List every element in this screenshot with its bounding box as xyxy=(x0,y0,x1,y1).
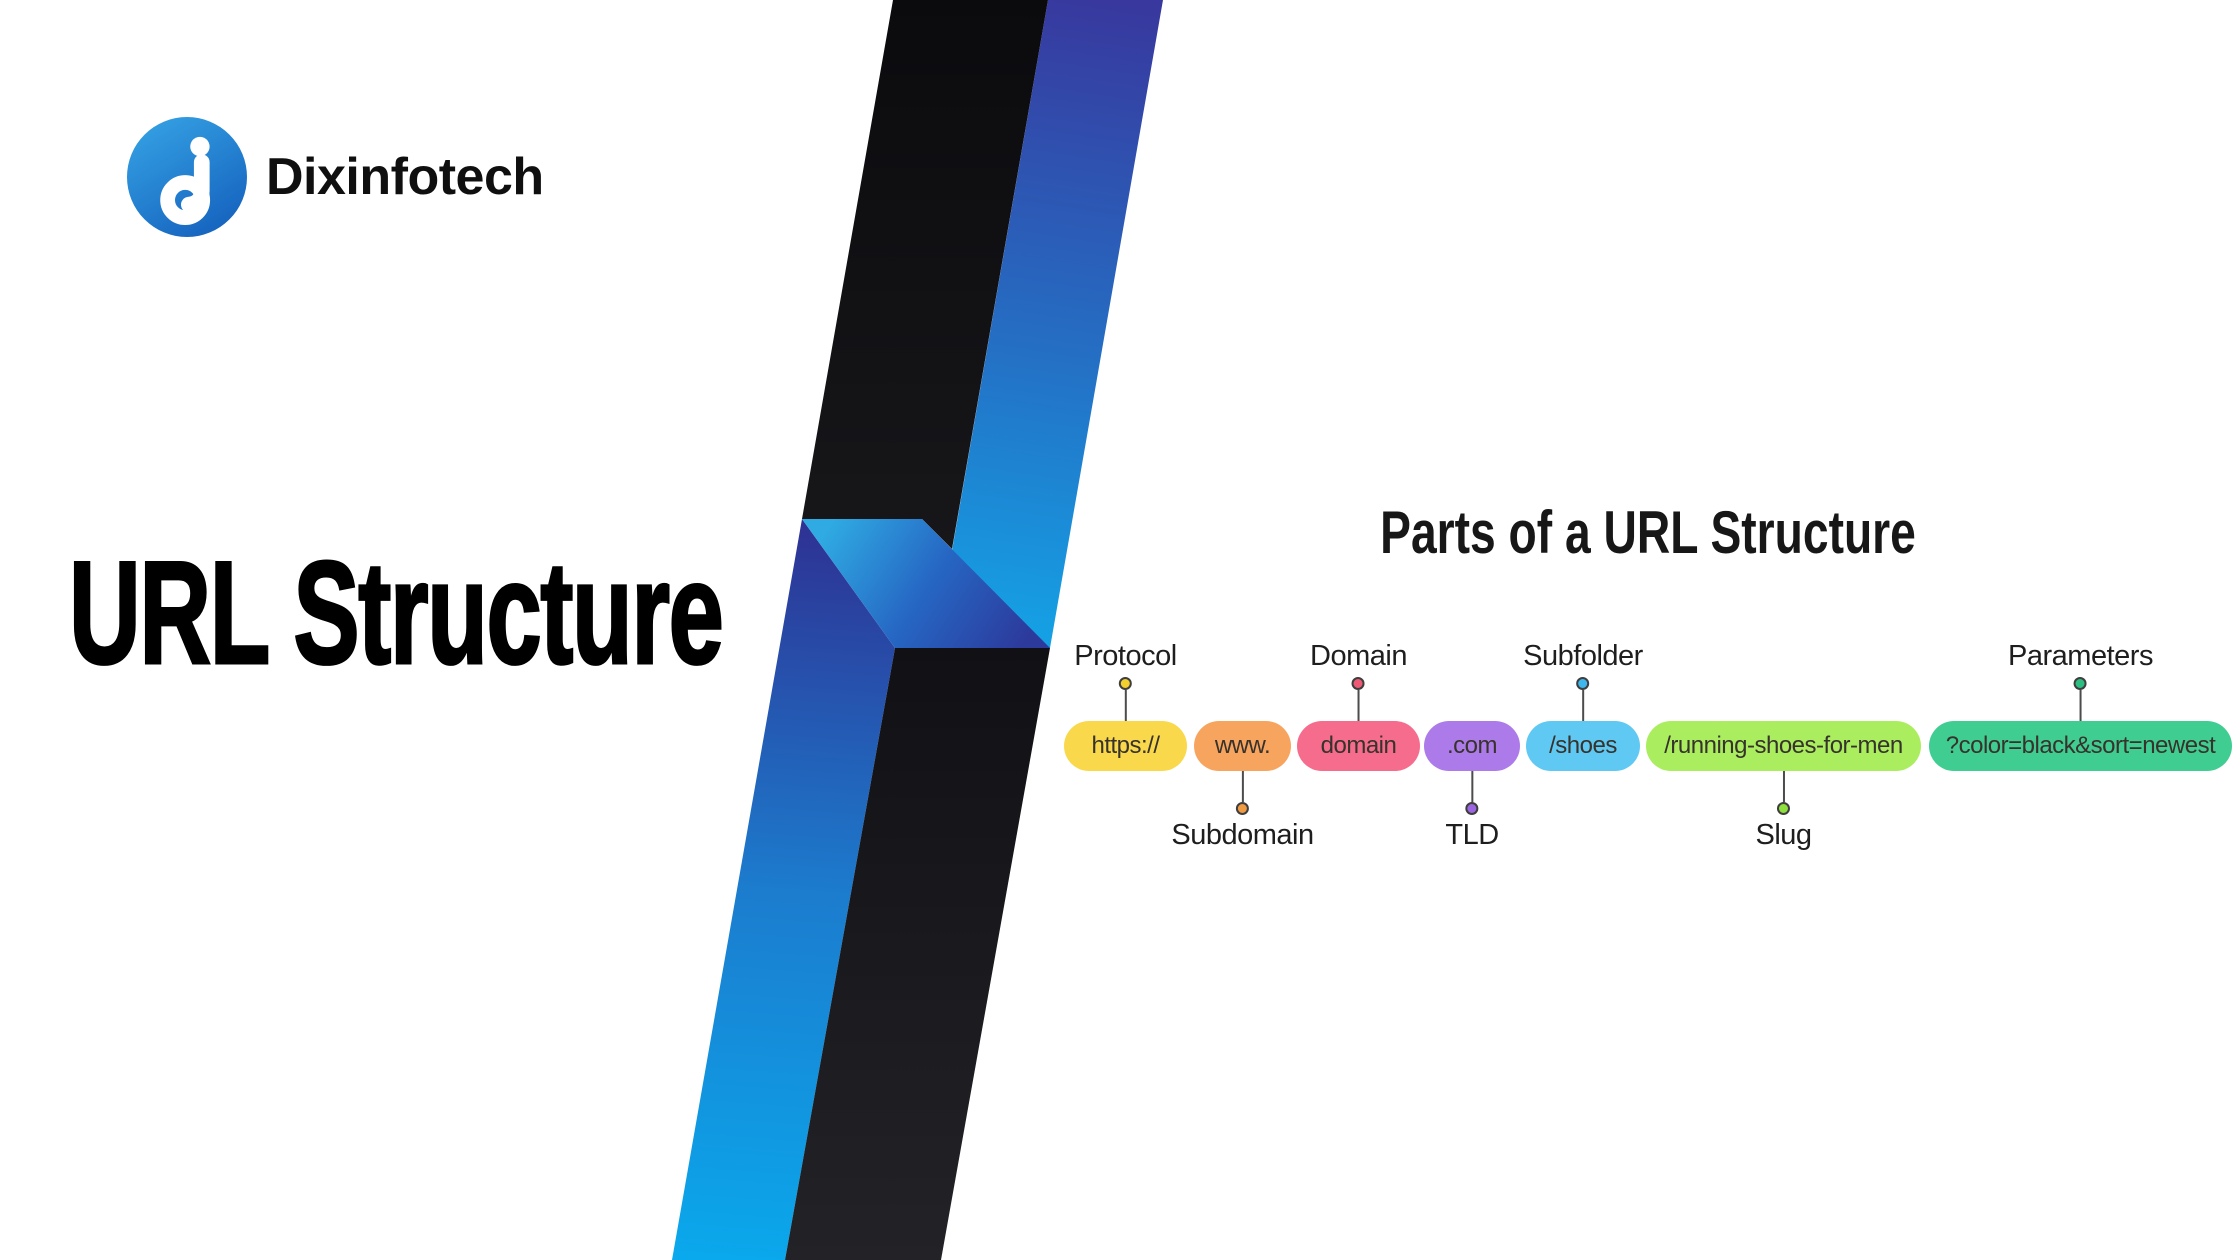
callout-line-subdomain xyxy=(1241,771,1244,802)
callout-domain: Domain xyxy=(1310,640,1407,721)
pill-domain: domain xyxy=(1297,721,1420,771)
ribbon-lower-blue-stripe xyxy=(672,519,895,1260)
dixinfotech-logo-icon xyxy=(127,117,247,237)
url-segment-protocol: Protocol https:// xyxy=(1064,640,1187,771)
pill-subfolder: /shoes xyxy=(1526,721,1640,771)
callout-protocol: Protocol xyxy=(1074,640,1177,721)
callout-label-subdomain: Subdomain xyxy=(1171,819,1314,851)
ribbon-upper-blue-stripe xyxy=(935,0,1163,648)
callout-dot-parameters xyxy=(2073,677,2087,690)
url-segment-subdomain: Subdomain www. xyxy=(1171,721,1314,851)
url-segment-slug: Slug/running-shoes-for-men xyxy=(1646,721,1921,851)
callout-line-tld xyxy=(1470,771,1473,802)
brand-name: Dixinfotech xyxy=(266,148,544,206)
callout-slug: Slug xyxy=(1755,771,1812,852)
brand-logo xyxy=(127,117,247,237)
callout-label-domain: Domain xyxy=(1310,640,1407,673)
logo-ring xyxy=(160,175,211,226)
ribbon-fold-band xyxy=(802,519,1050,648)
callout-dot-protocol xyxy=(1118,677,1132,690)
pill-slug: /running-shoes-for-men xyxy=(1646,721,1921,771)
callout-label-subfolder: Subfolder xyxy=(1523,640,1643,673)
callout-dot-subdomain xyxy=(1236,802,1249,815)
diagram-title: Parts of a URL Structure xyxy=(1380,499,1916,566)
callout-dot-domain xyxy=(1352,677,1365,690)
callout-parameters: Parameters xyxy=(2008,640,2153,721)
callout-line-slug xyxy=(1782,771,1785,802)
callout-line-protocol xyxy=(1124,690,1127,721)
hero-title: URL Structure xyxy=(68,531,725,694)
callout-label-protocol: Protocol xyxy=(1074,640,1177,673)
url-segment-subfolder: Subfolder/shoes xyxy=(1523,640,1643,771)
ribbon-upper-black-stripe xyxy=(802,0,1048,549)
callout-line-domain xyxy=(1357,690,1360,721)
ribbon-lower-black-stripe xyxy=(785,648,1050,1260)
callout-dot-subfolder xyxy=(1576,677,1590,690)
pill-protocol: https:// xyxy=(1064,721,1187,771)
logo-dot xyxy=(190,136,210,157)
callout-tld: TLD xyxy=(1445,771,1499,852)
callout-line-parameters xyxy=(2079,690,2082,721)
callout-line-subfolder xyxy=(1582,690,1584,721)
pill-tld: .com xyxy=(1424,721,1520,771)
url-segments-row: Protocol https:// Subdomain www. Domain domai… xyxy=(0,640,2240,851)
callout-label-tld: TLD xyxy=(1445,819,1499,851)
callout-subfolder: Subfolder xyxy=(1523,640,1643,721)
pill-parameters: ?color=black&sort=newest xyxy=(1929,721,2232,771)
callout-label-slug: Slug xyxy=(1755,819,1812,851)
callout-subdomain: Subdomain xyxy=(1171,771,1314,852)
callout-label-parameters: Parameters xyxy=(2008,640,2153,673)
callout-dot-slug xyxy=(1776,802,1790,815)
url-segment-domain: Domain domain xyxy=(1297,640,1420,771)
pill-subdomain: www. xyxy=(1194,721,1291,771)
url-segment-tld: TLD .com xyxy=(1424,721,1520,851)
callout-dot-tld xyxy=(1465,802,1479,815)
url-segment-parameters: Parameters ?color=black&sort=newest xyxy=(1929,640,2232,771)
